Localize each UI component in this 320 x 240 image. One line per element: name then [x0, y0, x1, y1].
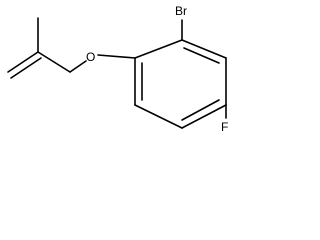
bond-terminal-double-b [10, 57, 42, 79]
bond-oxygen-to-ring [97, 54, 136, 59]
atom-label-bromine: Br [175, 4, 187, 18]
atom-label-oxygen: O [86, 50, 95, 64]
chemical-structure-diagram: Br O F [7, 4, 228, 134]
ring-inner-double-4-5 [181, 99, 220, 121]
bond-terminal-double-a [7, 51, 39, 73]
ring-bond-1-2 [134, 39, 183, 59]
bond-ch2-to-oxygen [69, 60, 87, 73]
ring-bond-4-5 [181, 104, 227, 129]
ring-inner-double-2-3 [183, 47, 220, 64]
atom-label-fluorine: F [221, 120, 228, 134]
bond-alkene-to-ch2 [37, 51, 71, 73]
ring-bond-2-3 [181, 39, 227, 59]
ring-bond-5-6 [134, 104, 183, 129]
